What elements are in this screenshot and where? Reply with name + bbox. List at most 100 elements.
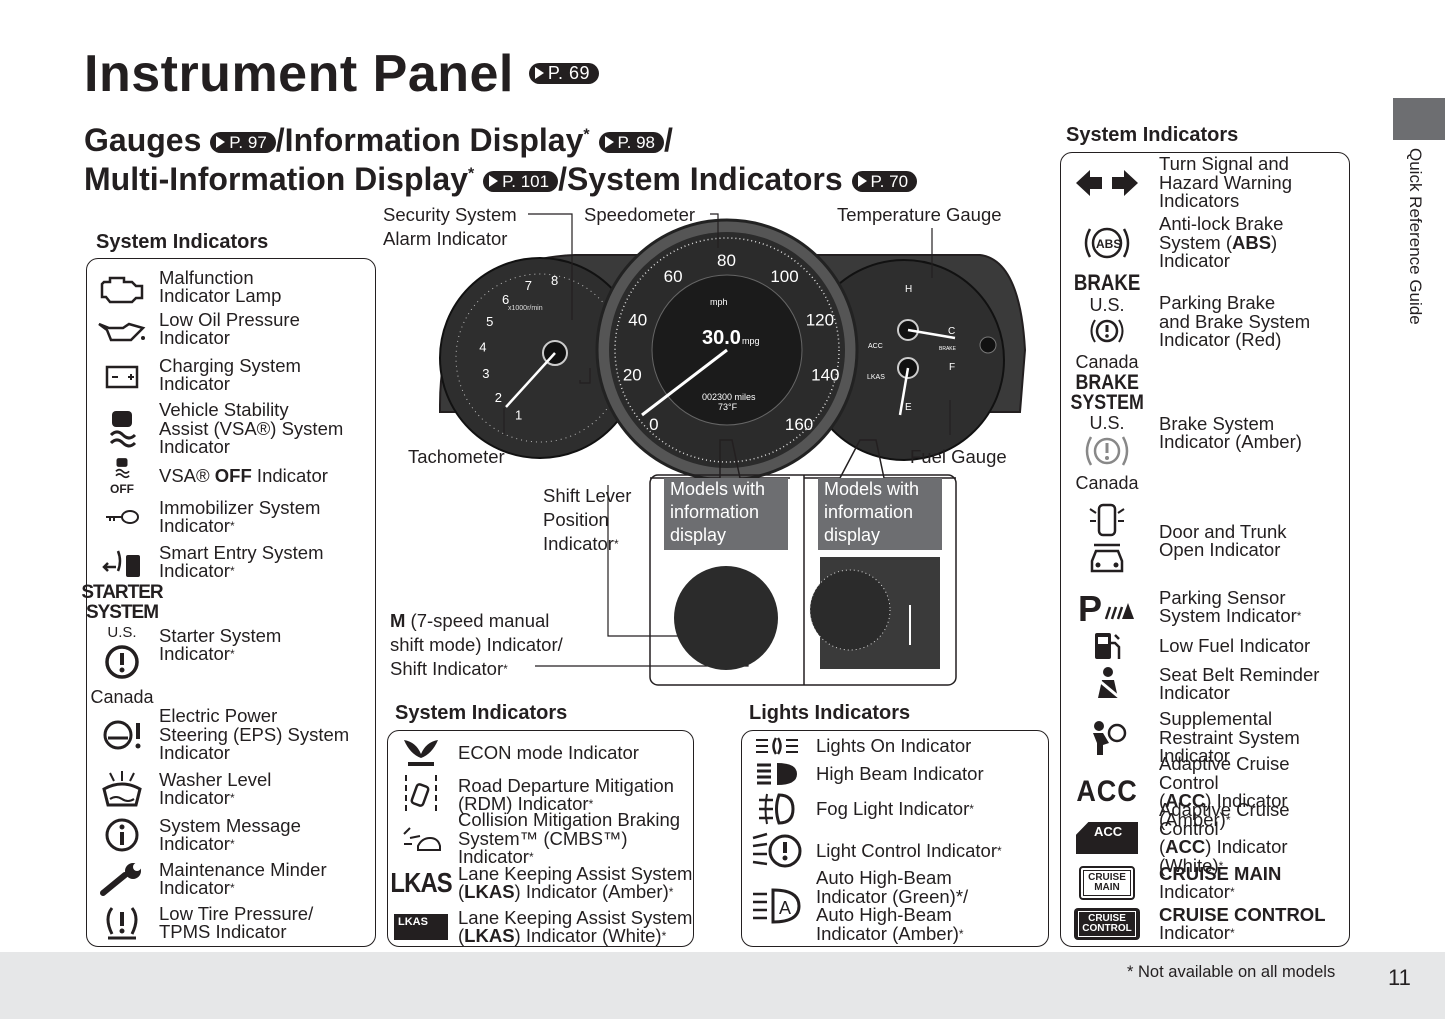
tach-tick-7: 7 bbox=[525, 278, 532, 293]
washer-icon bbox=[91, 769, 153, 809]
sys-ref-badge[interactable]: P. 70 bbox=[851, 171, 918, 193]
speed-tick-20: 20 bbox=[623, 366, 642, 385]
airbag-icon bbox=[1065, 719, 1149, 757]
speed-tick-100: 100 bbox=[770, 267, 798, 286]
vsa-icon bbox=[91, 409, 153, 449]
key-icon bbox=[91, 507, 153, 527]
tpms-icon bbox=[91, 904, 153, 942]
mid-ref-badge[interactable]: P. 101 bbox=[483, 171, 559, 193]
acc-cluster-label: ACC bbox=[868, 343, 883, 350]
fuel-label: Low Fuel Indicator bbox=[1159, 634, 1311, 656]
right-heading: System Indicators bbox=[1066, 124, 1239, 146]
zoom-box bbox=[649, 474, 957, 686]
model-label-1: Models with information display bbox=[664, 478, 788, 550]
odometer: 002300 miles bbox=[702, 392, 756, 402]
lkas-white-icon: LKAS bbox=[392, 914, 450, 940]
speed-tick-140: 140 bbox=[811, 366, 839, 385]
cluster-body bbox=[439, 218, 1027, 482]
callout-speedometer: Speedometer bbox=[584, 204, 696, 225]
tach-tick-6: 6 bbox=[502, 292, 509, 307]
arrow-icon bbox=[534, 67, 544, 79]
gauges-ref-badge[interactable]: P. 97 bbox=[210, 132, 276, 154]
subtitle-line-2: Multi-Information Display* P. 101/System… bbox=[84, 161, 918, 198]
parking-sensor-icon: P bbox=[1065, 589, 1149, 625]
tpms-row: Low Tire Pressure/TPMS Indicator bbox=[87, 903, 375, 943]
info-ref-badge[interactable]: P. 98 bbox=[598, 132, 665, 154]
tach-unit: x1000r/min bbox=[508, 305, 543, 312]
side-tab-label: Quick Reference Guide bbox=[1406, 148, 1425, 325]
cruise-control-icon: CRUISE CONTROL bbox=[1065, 908, 1149, 940]
tach-tick-2: 2 bbox=[495, 390, 502, 405]
svg-text:P: P bbox=[1078, 589, 1102, 625]
lights-on-row: Lights On Indicator bbox=[742, 733, 1048, 759]
footer-band bbox=[0, 952, 1445, 1019]
acc-white-label: Adaptive Cruise Control(ACC) Indicator (… bbox=[1159, 799, 1290, 876]
arrow-icon bbox=[489, 175, 499, 188]
subtitle-line-1: Gauges P. 97/Information Display* P. 98/ bbox=[84, 122, 673, 158]
econ-row: ECON mode Indicator bbox=[388, 735, 693, 771]
speed-tick-120: 120 bbox=[806, 310, 834, 329]
tach-tick-3: 3 bbox=[482, 366, 489, 381]
light-control-label: Light Control Indicator* bbox=[816, 839, 1002, 861]
callout-fuel: Fuel Gauge bbox=[910, 446, 1007, 467]
svg-text:A: A bbox=[779, 898, 791, 918]
smart-entry-icon bbox=[91, 545, 153, 579]
speed-tick-60: 60 bbox=[664, 267, 683, 286]
side-tab bbox=[1393, 98, 1445, 140]
mph-unit: mph bbox=[710, 297, 728, 307]
door-icon bbox=[1065, 501, 1149, 581]
callout-shift-lever: Shift Lever Position Indicator* bbox=[543, 485, 632, 554]
mpg-unit: mpg bbox=[742, 336, 760, 346]
callout-m-indicator: M (7-speed manual shift mode) Indicator/… bbox=[390, 610, 563, 679]
turn-signal-icon bbox=[1065, 168, 1149, 198]
lights-on-icon bbox=[746, 735, 808, 757]
page-ref-badge[interactable]: P. 69 bbox=[528, 63, 600, 84]
fog-row: Fog Light Indicator* bbox=[742, 791, 1048, 827]
tach-tick-8: 8 bbox=[551, 273, 558, 288]
tach-tick-1: 1 bbox=[515, 407, 522, 422]
high-beam-icon bbox=[746, 761, 808, 787]
rdm-row: Road Departure Mitigation(RDM) Indicator… bbox=[388, 773, 693, 817]
fog-icon bbox=[746, 792, 808, 826]
abs-icon: ABS bbox=[1065, 223, 1149, 263]
callout-temperature: Temperature Gauge bbox=[837, 204, 1002, 225]
lkas-white-label: Lane Keeping Assist System(LKAS) Indicat… bbox=[458, 906, 693, 946]
speed-tick-40: 40 bbox=[628, 310, 647, 329]
auto-high-beam-icon: A bbox=[746, 888, 808, 924]
cmbs-icon bbox=[392, 824, 450, 854]
